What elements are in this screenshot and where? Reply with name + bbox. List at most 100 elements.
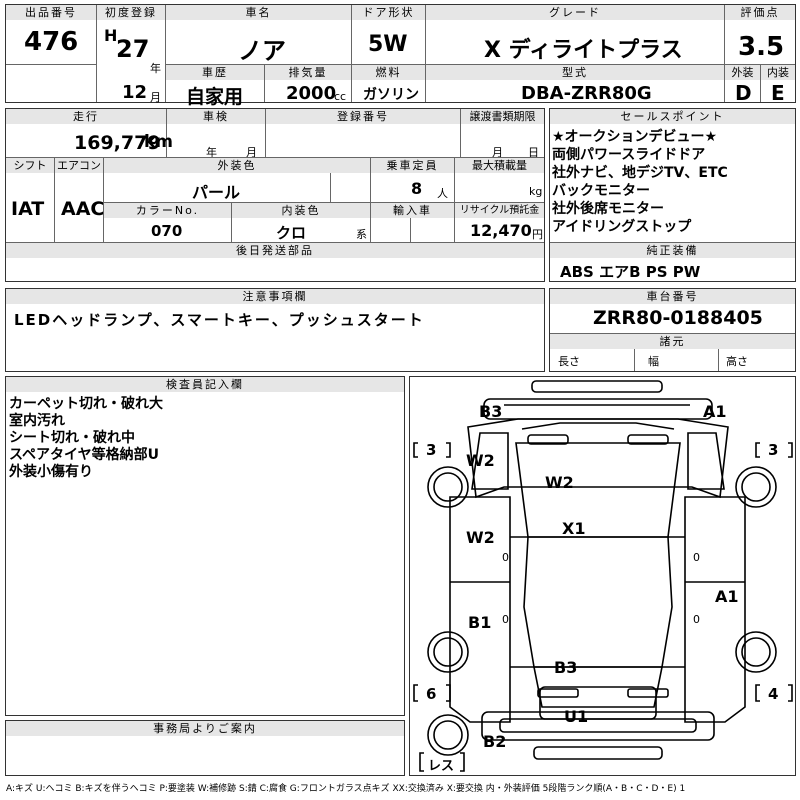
door-type: 5W: [368, 32, 408, 57]
sales-points-box: セールスポイント ★オークションデビュー★ 両側パワースライドドア 社外ナビ、地…: [549, 108, 796, 282]
small-mark: 0: [693, 551, 700, 564]
era-letter: H: [104, 26, 118, 45]
damage-label: W2: [466, 528, 495, 547]
displacement: 2000: [286, 83, 337, 104]
inspection-year-unit: 年: [206, 146, 217, 159]
transfer-day-unit: 日: [528, 146, 539, 159]
reg-year: 27: [116, 35, 150, 63]
sales-point-item: バックモニター: [552, 183, 650, 199]
inspection-label: 車検: [167, 109, 265, 124]
shift-label: シフト: [6, 158, 54, 173]
height-label: 高さ: [726, 355, 748, 368]
details-box: 走行 車検 登録番号 譲渡書類期限 169,779 km 年 月 月 日 シフト…: [5, 108, 545, 282]
inspector-line: 室内汚れ: [9, 413, 65, 429]
lot-label: 出品番号: [6, 5, 96, 20]
chassis-number: ZRR80-0188405: [593, 307, 763, 329]
displacement-unit: cc: [334, 90, 347, 103]
sales-point-item: アイドリングストップ: [552, 219, 692, 235]
history: 自家用: [186, 86, 244, 108]
vehicle-diagram: B3 A1 W2 W2 X1 W2 A1 B1 B3 U1 B2 3 3 6 4…: [409, 376, 796, 776]
recycle-fee: 12,470: [470, 221, 532, 240]
chassis-label: 車台番号: [550, 289, 795, 304]
spare-tire-label: レス: [428, 759, 455, 774]
length-label: 長さ: [558, 355, 580, 368]
car-outline-diagram: [413, 380, 793, 772]
damage-label: B2: [483, 732, 507, 751]
notes-box: 注意事項欄 LEDヘッドランプ、スマートキー、プッシュスタート: [5, 288, 545, 372]
capacity-label: 乗車定員: [371, 158, 454, 173]
first-reg-label: 初度登録: [97, 5, 165, 20]
fuel: ガソリン: [363, 87, 419, 103]
transfer-label: 譲渡書類期限: [461, 109, 544, 124]
later-parts-label: 後日発送部品: [6, 243, 544, 258]
shift-value: IAT: [11, 198, 45, 220]
import-label: 輸入車: [371, 203, 454, 218]
inspector-box: 検査員記入欄 カーペット切れ・破れ大 室内汚れ シート切れ・破れ中 スペアタイヤ…: [5, 376, 405, 716]
car-name: ノア: [238, 37, 286, 65]
notes-label: 注意事項欄: [6, 289, 544, 304]
mileage: 169,779: [74, 132, 161, 154]
inspector-line: カーペット切れ・破れ大: [9, 396, 163, 412]
inspector-line: シート切れ・破れ中: [9, 430, 135, 446]
month-unit: 月: [150, 91, 161, 104]
sales-point-item: 両側パワースライドドア: [552, 147, 706, 163]
lot-number: 476: [24, 27, 79, 57]
displacement-label: 排気量: [265, 65, 351, 80]
sales-point-item: 社外ナビ、地デジTV、ETC: [552, 165, 728, 181]
door-label: ドア形状: [352, 5, 425, 20]
name-label: 車名: [166, 5, 351, 20]
capacity: 8: [411, 179, 423, 198]
interior-color: クロ: [276, 224, 307, 242]
damage-label: W2: [545, 473, 574, 492]
load-label: 最大積載量: [455, 158, 544, 173]
exterior-label: 外装: [725, 65, 760, 80]
mileage-unit: km: [144, 132, 174, 152]
tire-tread-fl: 3: [426, 441, 437, 459]
equipment: ABS エアB PS PW: [560, 263, 701, 281]
small-mark: 0: [502, 551, 509, 564]
year-unit: 年: [150, 62, 161, 75]
model-label: 型式: [426, 65, 724, 80]
sales-point-item: ★オークションデビュー★: [552, 129, 718, 145]
inspection-month-unit: 月: [246, 146, 257, 159]
inspector-notes: カーペット切れ・破れ大 室内汚れ シート切れ・破れ中 スペアタイヤ等格納部U 外…: [9, 396, 163, 481]
damage-label: A1: [715, 587, 739, 606]
fuel-label: 燃料: [352, 65, 425, 80]
inspector-line: スペアタイヤ等格納部U: [9, 447, 159, 463]
model-code: DBA-ZRR80G: [521, 83, 652, 104]
interior-grade: E: [771, 81, 785, 105]
sales-point-item: 社外後席モニター: [552, 201, 664, 217]
sales-points-list: ★オークションデビュー★ 両側パワースライドドア 社外ナビ、地デジTV、ETC …: [552, 128, 728, 236]
chassis-box: 車台番号 ZRR80-0188405 諸元 長さ 幅 高さ: [549, 288, 796, 372]
color-no-label: カラーNo.: [104, 203, 231, 218]
damage-label: X1: [562, 519, 586, 538]
load-unit: kg: [529, 185, 543, 198]
capacity-unit: 人: [437, 187, 448, 200]
width-label: 幅: [648, 355, 659, 368]
tire-tread-rr: 4: [768, 685, 779, 703]
small-mark: 0: [502, 613, 509, 626]
office-label: 事務局よりご案内: [6, 721, 404, 736]
mileage-label: 走行: [6, 109, 166, 124]
recycle-unit: 円: [532, 228, 543, 241]
grade-label: グレード: [426, 5, 724, 20]
history-label: 車歴: [166, 65, 264, 80]
damage-label: B3: [479, 402, 503, 421]
small-mark: 0: [693, 613, 700, 626]
score-label: 評価点: [725, 5, 795, 20]
score: 3.5: [738, 32, 785, 62]
equipment-label: 純正装備: [550, 243, 795, 258]
ac-value: AAC: [61, 198, 105, 220]
header-box: 出品番号 476 初度登録 H 27 年 12 月 車名 ノア ドア形状 5W …: [5, 4, 796, 108]
transfer-month-unit: 月: [492, 146, 503, 159]
inspector-label: 検査員記入欄: [6, 377, 404, 392]
exterior-color: パール: [192, 183, 241, 202]
color-number: 070: [151, 222, 183, 240]
damage-label: B1: [468, 613, 492, 632]
ac-label: エアコン: [55, 158, 103, 173]
damage-label: A1: [703, 402, 727, 421]
interior-label: 内装: [761, 65, 795, 80]
dims-label: 諸元: [550, 334, 795, 349]
inspector-line: 外装小傷有り: [9, 464, 93, 480]
damage-label: B3: [554, 658, 578, 677]
